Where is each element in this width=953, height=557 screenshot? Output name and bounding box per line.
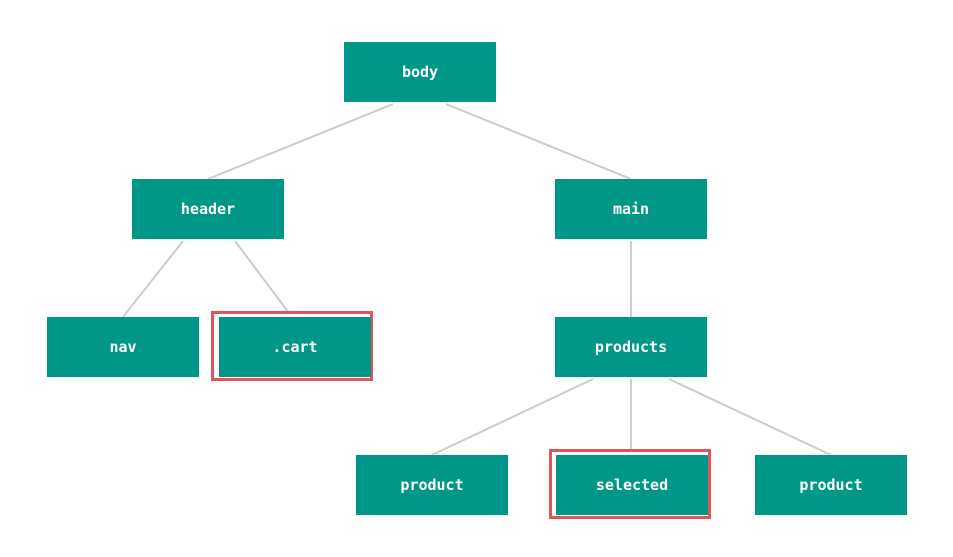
node-body: body xyxy=(344,42,496,102)
edge-body-header xyxy=(207,103,394,180)
node-product-left: product xyxy=(356,455,508,515)
edge-header-nav xyxy=(122,240,184,318)
node-main: main xyxy=(555,179,707,239)
node-selected: selected xyxy=(556,455,708,515)
node-cart: .cart xyxy=(219,317,371,377)
edge-header-cart xyxy=(234,240,293,318)
node-product-right: product xyxy=(755,455,907,515)
node-products: products xyxy=(555,317,707,377)
edge-products-product-left xyxy=(431,378,594,456)
node-header: header xyxy=(132,179,284,239)
edge-products-product-right xyxy=(668,378,832,456)
edge-body-main xyxy=(445,103,632,180)
node-nav: nav xyxy=(47,317,199,377)
